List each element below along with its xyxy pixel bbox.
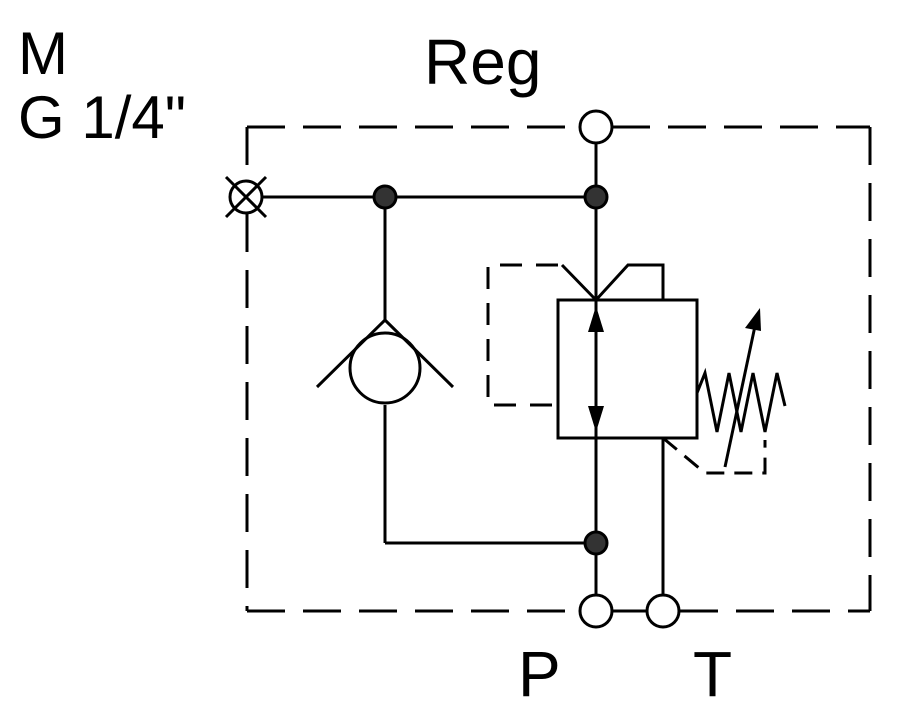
pilot-dashed-line xyxy=(486,263,558,407)
gauge-thread-label: G 1/4" xyxy=(18,84,187,151)
tank-port-label: T xyxy=(693,638,733,710)
t-port-icon xyxy=(645,593,681,629)
junction-dot xyxy=(372,184,398,210)
regulated-port-label: Reg xyxy=(424,26,542,98)
plugged-gauge-port-icon xyxy=(224,175,268,219)
check-valve-symbol xyxy=(315,317,455,405)
flow-arrow-head-down xyxy=(588,406,604,432)
pressure-port-label: P xyxy=(518,638,561,710)
gauge-port-label: M xyxy=(18,20,68,87)
spring-coil xyxy=(695,367,787,433)
junction-dot xyxy=(583,184,609,210)
check-seat xyxy=(315,317,455,389)
spring-drain-dashed xyxy=(662,436,767,475)
adjust-arrow-shaft xyxy=(723,325,757,468)
junction-dot xyxy=(583,530,609,556)
check-ball xyxy=(348,331,422,405)
valve-body xyxy=(556,298,699,440)
block-outline xyxy=(245,125,872,613)
reducing-valve-symbol xyxy=(486,263,699,440)
adjustable-spring-icon xyxy=(662,308,787,475)
valve-pilot-top xyxy=(560,263,665,303)
reg-port-icon xyxy=(578,109,614,145)
p-port-icon xyxy=(578,593,614,629)
adjust-arrow-head xyxy=(745,308,761,331)
flow-arrow-head-up xyxy=(588,306,604,332)
junctions xyxy=(372,184,609,556)
